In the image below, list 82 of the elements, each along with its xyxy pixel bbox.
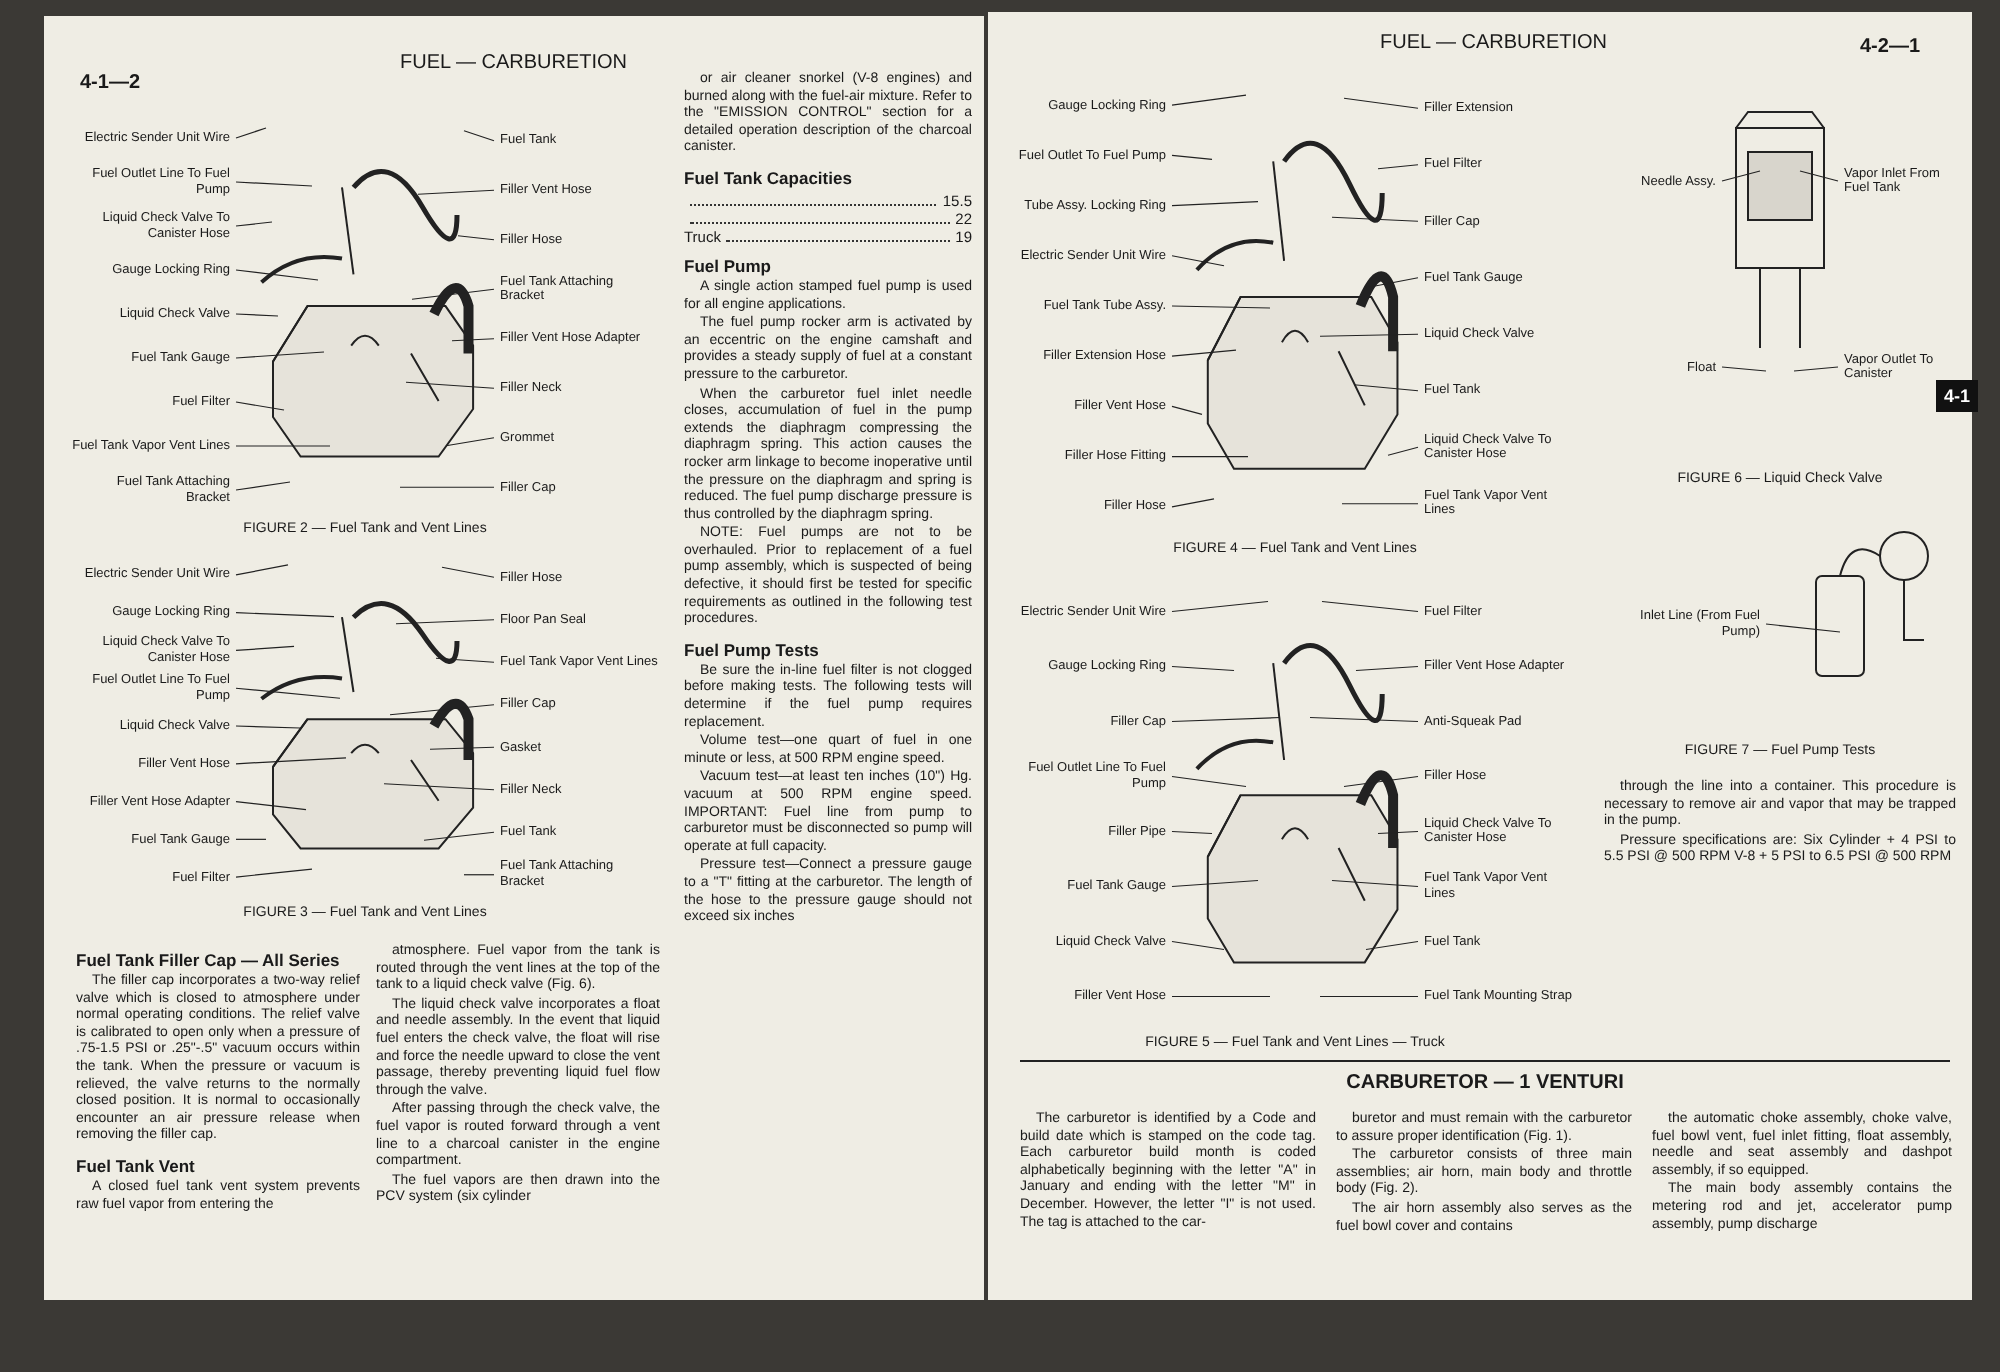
leader-line bbox=[1319, 995, 1419, 998]
leader-line bbox=[235, 445, 331, 447]
leader-line bbox=[235, 838, 267, 840]
leader-line bbox=[1721, 170, 1761, 182]
leader-line bbox=[235, 181, 313, 187]
page-header: FUEL — CARBURETION bbox=[400, 52, 628, 74]
leader-line bbox=[389, 704, 495, 716]
leader-line bbox=[463, 874, 495, 876]
leader-line bbox=[235, 757, 347, 765]
leader-line bbox=[235, 612, 335, 618]
leader-line bbox=[235, 401, 285, 411]
leader-line bbox=[235, 269, 319, 281]
section-heading: Fuel Pump Tests bbox=[684, 639, 821, 660]
leader-line bbox=[1171, 349, 1237, 357]
leader-line bbox=[1171, 775, 1247, 788]
leader-line bbox=[235, 800, 307, 811]
leader-line bbox=[1799, 170, 1839, 182]
leader-line bbox=[451, 338, 495, 342]
leader-line bbox=[1171, 995, 1271, 998]
leader-line bbox=[235, 645, 295, 652]
leader-line bbox=[1343, 775, 1419, 788]
leader-line bbox=[395, 619, 495, 625]
section-heading: Fuel Pump bbox=[684, 255, 773, 276]
section-heading: Fuel Tank Vent bbox=[76, 1155, 197, 1176]
leader-line bbox=[1171, 940, 1225, 951]
leader-line bbox=[235, 313, 279, 317]
leader-line bbox=[445, 437, 495, 447]
leader-line bbox=[1171, 830, 1213, 835]
page-number: 4-1—2 bbox=[80, 72, 141, 94]
leader-line bbox=[435, 657, 495, 663]
leader-line bbox=[1171, 498, 1215, 508]
leader-line bbox=[423, 831, 495, 841]
leader-line bbox=[235, 351, 325, 359]
leader-line bbox=[399, 486, 495, 488]
leader-line bbox=[463, 130, 495, 142]
leader-line bbox=[235, 221, 273, 227]
leader-line bbox=[411, 288, 495, 300]
section-heading: Fuel Tank Filler Cap — All Series bbox=[76, 950, 342, 970]
leader-line bbox=[457, 235, 495, 241]
leader-line bbox=[429, 746, 495, 750]
leader-line bbox=[235, 127, 267, 139]
page-header: FUEL — CARBURETION bbox=[1380, 32, 1608, 54]
leader-line bbox=[1341, 503, 1419, 505]
leader-line bbox=[1721, 366, 1767, 372]
leader-line bbox=[235, 564, 289, 576]
leader-line bbox=[1321, 600, 1419, 613]
leader-line bbox=[1171, 405, 1203, 416]
leader-line bbox=[1171, 255, 1225, 267]
leader-line bbox=[383, 783, 495, 791]
leader-line bbox=[1387, 446, 1419, 456]
leader-line bbox=[1171, 154, 1213, 160]
leader-line bbox=[1171, 456, 1249, 458]
leader-line bbox=[1171, 200, 1259, 207]
leader-line bbox=[1309, 716, 1419, 723]
leader-line bbox=[235, 725, 301, 729]
leader-line bbox=[1377, 164, 1419, 170]
leader-line bbox=[1171, 665, 1235, 672]
leader-line bbox=[235, 481, 291, 491]
leader-line bbox=[235, 868, 313, 878]
leader-line bbox=[1171, 600, 1269, 613]
leader-line bbox=[1343, 97, 1419, 109]
page-number: 4-2—1 bbox=[1860, 36, 1921, 58]
leader-line bbox=[1319, 333, 1419, 337]
leader-line bbox=[1365, 940, 1419, 951]
leader-line bbox=[441, 566, 495, 578]
leader-line bbox=[1171, 879, 1259, 888]
leader-line bbox=[405, 381, 495, 389]
leader-line bbox=[1331, 879, 1419, 888]
leader-line bbox=[235, 687, 341, 699]
leader-line bbox=[1377, 830, 1419, 835]
leader-line bbox=[1171, 305, 1271, 309]
leader-line bbox=[1171, 94, 1247, 106]
leader-line bbox=[1171, 716, 1281, 723]
leader-line bbox=[417, 189, 495, 195]
leader-line bbox=[1353, 384, 1419, 392]
page-tab: 4-1 bbox=[1936, 380, 1979, 412]
leader-line bbox=[1765, 623, 1841, 633]
section-heading: CARBURETOR — 1 VENTURI bbox=[1344, 1072, 1626, 1094]
leader-line bbox=[1331, 216, 1419, 222]
leader-line bbox=[1793, 366, 1839, 372]
leader-line bbox=[1355, 665, 1419, 672]
section-heading: Fuel Tank Capacities bbox=[684, 167, 854, 188]
